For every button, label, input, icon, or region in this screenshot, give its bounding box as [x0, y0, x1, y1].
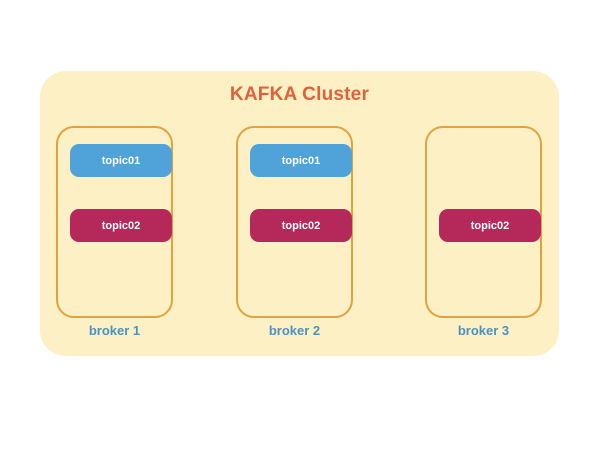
kafka-cluster-panel: KAFKA Cluster topic01 topic02 broker 1 — [40, 71, 559, 356]
broker-box-2: topic01 topic02 — [236, 126, 353, 318]
topic-label: topic01 — [101, 154, 141, 167]
broker-label-1: broker 1 — [88, 323, 141, 338]
brokers-row: topic01 topic02 broker 1 topic01 topic02 — [40, 126, 559, 346]
topic-pill-topic01[interactable]: topic01 — [250, 144, 352, 177]
topic-label: topic02 — [470, 219, 510, 232]
broker-node-2[interactable]: topic01 topic02 broker 2 — [236, 126, 357, 346]
topic-pill-topic02[interactable]: topic02 — [70, 209, 172, 242]
broker-node-3[interactable]: topic02 broker 3 — [425, 126, 546, 346]
broker-box-3: topic02 — [425, 126, 542, 318]
cluster-title: KAFKA Cluster — [229, 84, 370, 105]
topic-pill-topic02[interactable]: topic02 — [250, 209, 352, 242]
topic-pill-topic01[interactable]: topic01 — [70, 144, 172, 177]
topic-label: topic02 — [101, 219, 141, 232]
topic-label: topic02 — [281, 219, 321, 232]
broker-label-3: broker 3 — [457, 323, 510, 338]
broker-node-1[interactable]: topic01 topic02 broker 1 — [56, 126, 177, 346]
broker-box-1: topic01 topic02 — [56, 126, 173, 318]
broker-label-2: broker 2 — [268, 323, 321, 338]
topic-pill-topic02[interactable]: topic02 — [439, 209, 541, 242]
topic-label: topic01 — [281, 154, 321, 167]
